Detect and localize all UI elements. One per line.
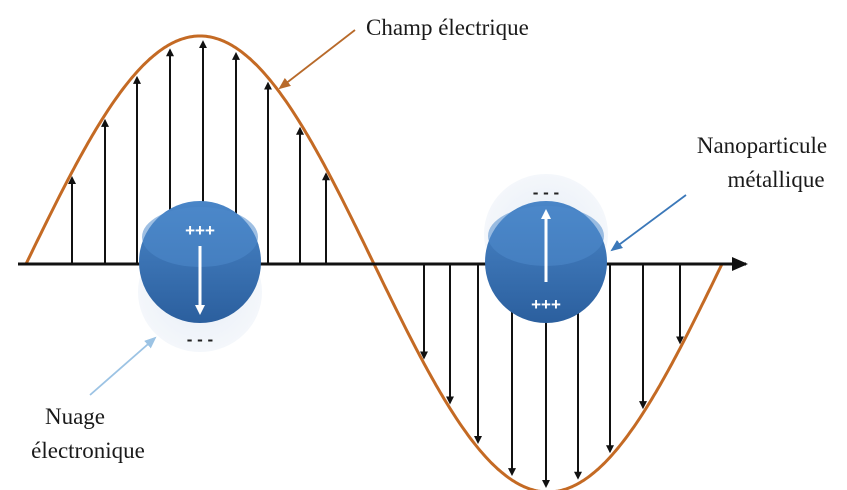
sphere-highlight-left	[142, 207, 258, 267]
label-cloud-line2: électronique	[31, 438, 145, 463]
pointer-nanoparticle	[610, 194, 687, 252]
negative-charges-right: - - -	[533, 183, 559, 202]
nanoparticle-left: +++ - - -	[138, 201, 262, 352]
negative-charges-left: - - -	[187, 330, 213, 349]
label-electric-field: Champ électrique	[366, 15, 529, 40]
positive-charges-right: +++	[531, 295, 561, 314]
label-cloud-line1: Nuage	[45, 404, 105, 429]
positive-charges-left: +++	[185, 221, 215, 240]
label-nanoparticle-line1: Nanoparticule	[697, 133, 827, 158]
pointer-electron-cloud	[89, 336, 157, 396]
nanoparticle-right: - - - +++	[484, 174, 608, 323]
pointer-electric-field	[278, 29, 356, 90]
label-nanoparticle-line2: métallique	[727, 167, 824, 192]
